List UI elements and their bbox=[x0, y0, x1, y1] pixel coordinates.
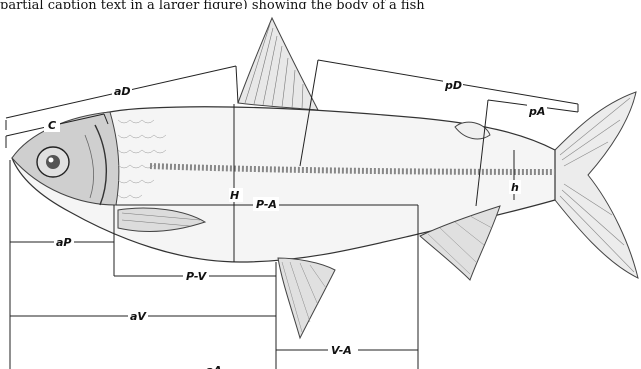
dorsal-fin bbox=[238, 18, 318, 110]
fish-illustration bbox=[12, 18, 638, 338]
label-pA: pA bbox=[528, 105, 545, 118]
label-P-V: P-V bbox=[186, 270, 208, 283]
label-pD: pD bbox=[444, 79, 462, 92]
label-aA: aA bbox=[206, 364, 222, 369]
label-C: C bbox=[48, 119, 56, 132]
caudal-fin bbox=[555, 92, 638, 278]
label-aP: aP bbox=[56, 236, 72, 249]
label-V-A: V-A bbox=[331, 344, 352, 357]
label-aD: aD bbox=[114, 85, 131, 98]
pelvic-fin bbox=[278, 258, 335, 338]
label-h: h bbox=[511, 181, 519, 194]
label-P-A: P-A bbox=[256, 198, 277, 211]
label-H: H bbox=[230, 189, 239, 202]
label-aV: aV bbox=[130, 310, 147, 323]
